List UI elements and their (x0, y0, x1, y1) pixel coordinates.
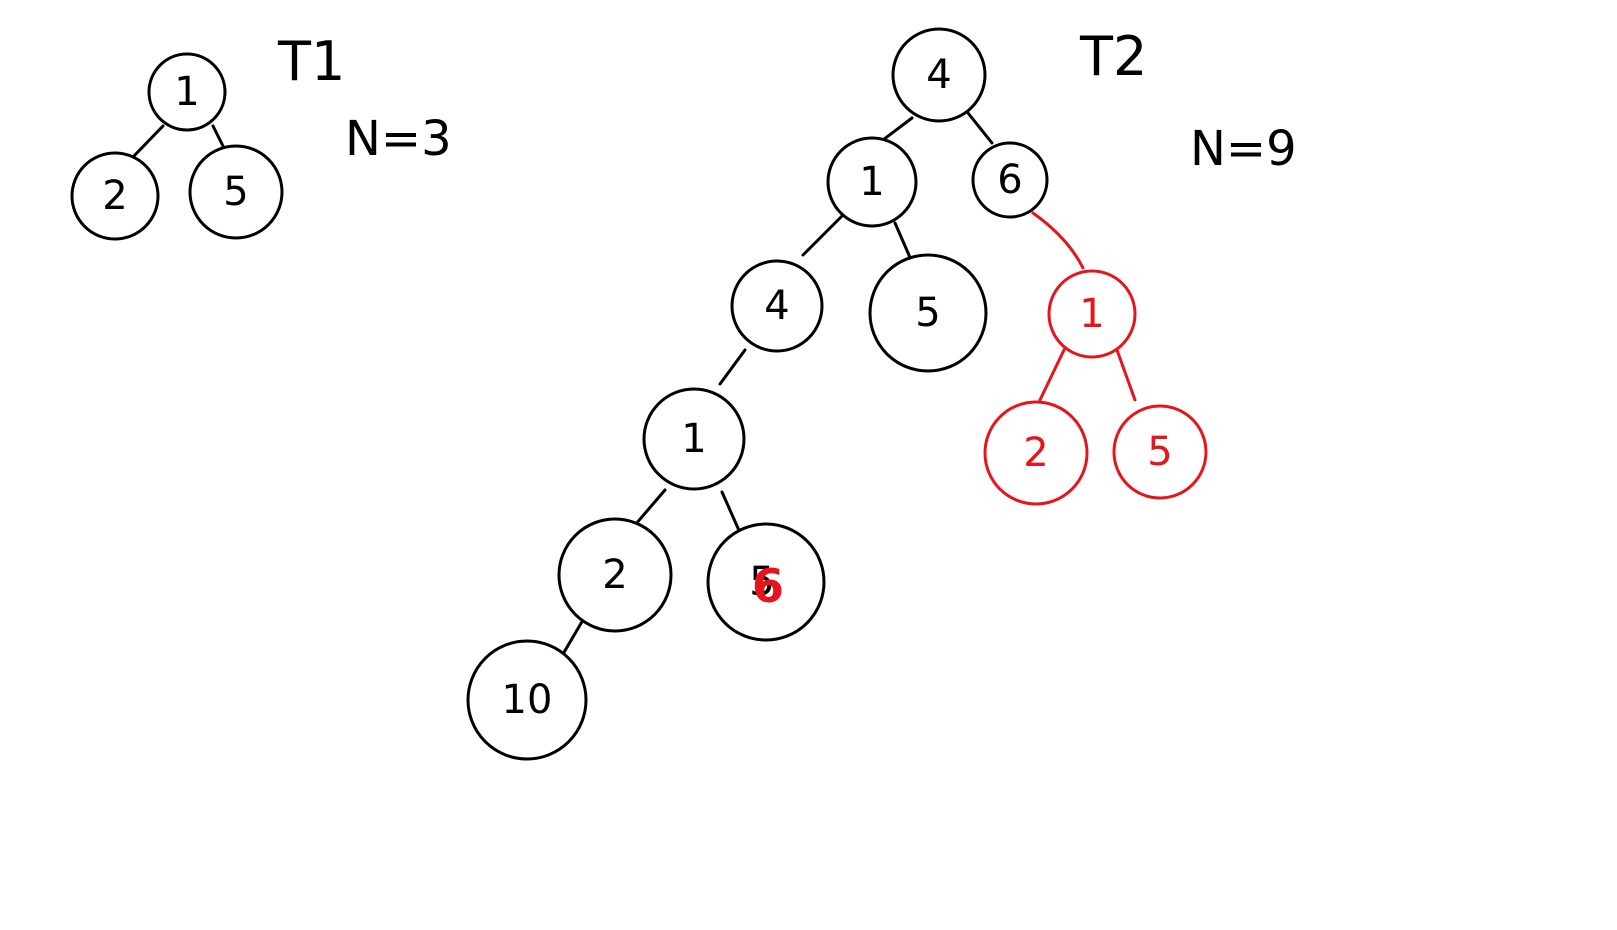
node-circle (642, 387, 746, 491)
node-circle (826, 136, 918, 228)
node-label-overwritten: 5 (749, 559, 774, 605)
tree-node-t2-e: 1 (642, 387, 746, 491)
node-circle (1047, 269, 1137, 359)
tree-node-t2-r3: 5 (1112, 404, 1208, 500)
node-label: 1 (1079, 291, 1104, 337)
node-label: 2 (102, 173, 127, 219)
edge-t2-e-g (720, 490, 743, 537)
node-label-correction: 6 (752, 559, 784, 613)
tree-node-t1-right: 5 (188, 144, 284, 240)
edge-t2-a-d (893, 221, 914, 264)
edge-t2-root-b (966, 111, 994, 145)
node-label: 10 (502, 677, 553, 723)
node-circle (868, 253, 988, 373)
edge-t1-root-right (211, 124, 226, 150)
tree-count-t2: N=9 (1190, 121, 1297, 177)
tree-node-t2-g: 5 6 (706, 522, 826, 642)
node-label: 5 (223, 169, 248, 215)
node-label: 5 (915, 290, 940, 336)
tree-title-t2: T2 (1079, 25, 1147, 88)
node-circle (70, 151, 160, 241)
node-circle (1112, 404, 1208, 500)
nodes-layer: 1 2 5 4 1 6 4 5 (70, 27, 1208, 761)
node-label: 1 (174, 69, 199, 115)
node-circle (891, 27, 987, 123)
tree-node-t2-root: 4 (891, 27, 987, 123)
node-label: 6 (997, 157, 1022, 203)
edge-t2-r1-r3 (1115, 348, 1137, 402)
node-label: 5 (1147, 429, 1172, 475)
node-label: 1 (859, 159, 884, 205)
node-circle (188, 144, 284, 240)
tree-count-t1: N=3 (345, 111, 452, 167)
node-label: 2 (602, 552, 627, 598)
edge-t2-b-r1 (1031, 211, 1085, 270)
node-circle (557, 517, 673, 633)
tree-node-t2-d: 5 (868, 253, 988, 373)
tree-title-t1: T1 (277, 30, 345, 93)
node-label: 2 (1023, 430, 1048, 476)
tree-node-t2-f: 2 (557, 517, 673, 633)
tree-node-t2-a: 1 (826, 136, 918, 228)
node-circle (730, 259, 824, 353)
edge-t2-c-e (718, 348, 747, 386)
node-label: 1 (681, 416, 706, 462)
edge-t1-root-left (130, 124, 165, 160)
node-circle (971, 141, 1049, 219)
edge-t2-a-c (801, 214, 844, 257)
node-circle (706, 522, 826, 642)
tree-node-t2-r1: 1 (1047, 269, 1137, 359)
labels-layer: T1 N=3 T2 N=9 (277, 25, 1297, 177)
tree-node-t2-c: 4 (730, 259, 824, 353)
edges-layer (130, 111, 1137, 656)
node-circle (983, 400, 1089, 506)
node-circle (466, 639, 588, 761)
tree-node-t2-b: 6 (971, 141, 1049, 219)
node-circle (147, 52, 227, 132)
tree-node-t2-r2: 2 (983, 400, 1089, 506)
edge-t2-e-f (633, 488, 667, 527)
node-label: 4 (926, 52, 951, 98)
edge-t2-f-h (561, 618, 585, 656)
tree-node-t1-root: 1 (147, 52, 227, 132)
tree-node-t1-left: 2 (70, 151, 160, 241)
tree-node-t2-h: 10 (466, 639, 588, 761)
edge-t2-r1-r2 (1038, 348, 1066, 402)
node-label: 4 (764, 283, 789, 329)
